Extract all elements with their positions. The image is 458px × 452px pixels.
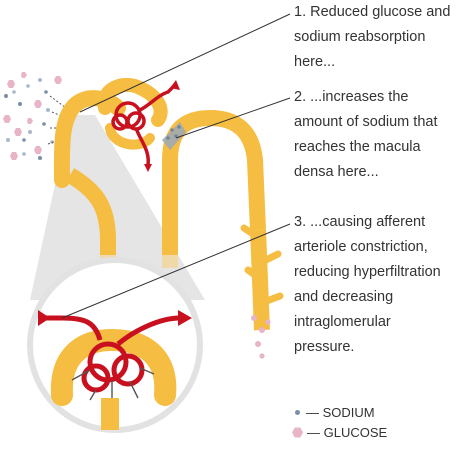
particle-cloud [3,72,67,160]
legend-sodium: — SODIUM [292,405,375,420]
macula-densa [162,122,186,150]
annotation-2: 2. ...increases the amount of sodium tha… [294,89,438,180]
glomerulus-small [111,84,176,166]
afferent-arrow-small [170,80,180,90]
efferent-arrow-large [178,310,192,326]
zoom-cone [30,115,205,300]
filtration-arrows [71,367,155,401]
zoom-capsule [50,328,177,406]
leader-lines [61,13,291,319]
legend-glucose-label: — GLUCOSE [307,425,388,440]
annotation-1: 1. Reduced glucose and sodium reabsorpti… [294,4,451,70]
sodium-dot-icon [295,410,300,415]
annotation-3: 3. ...causing afferent arteriole constri… [294,214,441,355]
duct-branches [240,224,284,306]
efferent-arrow-small [144,164,152,172]
bowmans-capsule [97,77,168,127]
sodium-dots-macula [166,125,181,140]
bowmans-capsule-lower [105,123,155,150]
glucose-hexagon-icon [292,427,303,438]
legend-glucose: — GLUCOSE [292,425,387,440]
legend-sodium-label: — SODIUM [306,405,375,420]
descending-limb [65,168,116,265]
glucose-excreted [251,315,271,359]
afferent-arrow-large [38,310,50,326]
